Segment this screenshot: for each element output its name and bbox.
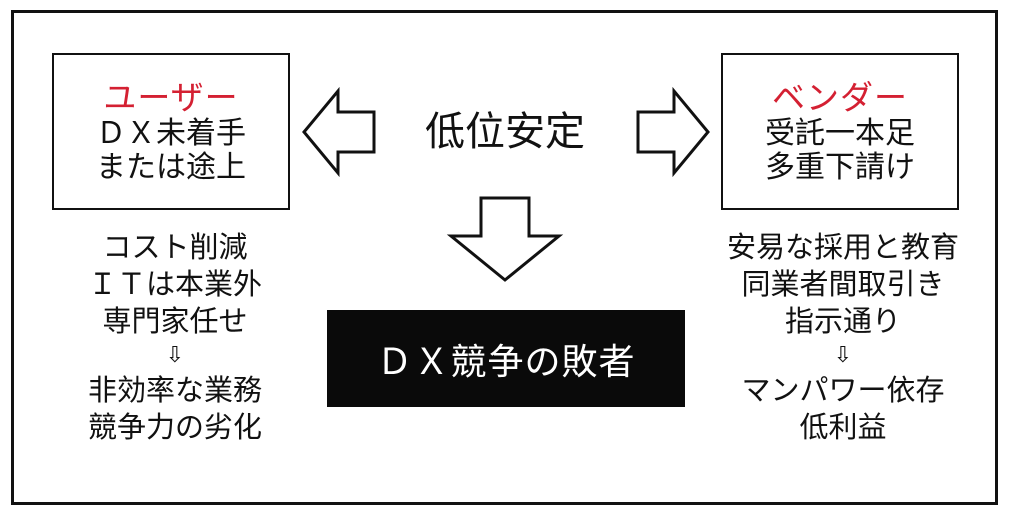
vendor-status-line: 受託一本足 — [765, 115, 915, 151]
down-arrow-icon — [446, 196, 564, 282]
diagram-frame — [11, 10, 998, 505]
user-factor: ＩＴは本業外 — [87, 267, 262, 301]
vendor-title: ベンダー — [772, 77, 908, 117]
left-arrow-icon — [302, 86, 376, 178]
right-arrow-icon — [636, 86, 710, 178]
vendor-factor: 安易な採用と教育 — [726, 230, 959, 264]
vendor-down-arrow-icon: ⇩ — [833, 343, 853, 368]
vendor-box: ベンダー 受託一本足 多重下請け — [721, 53, 959, 210]
user-outcome: 競争力の劣化 — [87, 410, 262, 444]
result-label: ＤＸ競争の敗者 — [376, 341, 636, 383]
user-status-line: または途上 — [96, 149, 246, 185]
vendor-outcome: 低利益 — [799, 410, 887, 444]
vendor-factor-list: 安易な採用と教育 同業者間取引き 指示通り ⇩ マンパワー依存 低利益 — [693, 229, 993, 446]
vendor-status-line: 多重下請け — [765, 149, 915, 185]
user-factor: 専門家任せ — [102, 304, 248, 338]
user-factor: コスト削減 — [102, 230, 248, 264]
user-down-arrow-icon: ⇩ — [165, 343, 185, 368]
vendor-outcome: マンパワー依存 — [741, 373, 945, 407]
user-status-line: ＤＸ未着手 — [96, 115, 246, 151]
user-outcome: 非効率な業務 — [87, 373, 262, 407]
vendor-factor: 同業者間取引き — [741, 267, 945, 301]
user-title: ユーザー — [103, 77, 239, 117]
user-box: ユーザー ＤＸ未着手 または途上 — [52, 53, 290, 210]
user-factor-list: コスト削減 ＩＴは本業外 専門家任せ ⇩ 非効率な業務 競争力の劣化 — [50, 229, 300, 446]
center-label: 低位安定 — [425, 109, 585, 155]
vendor-factor: 指示通り — [784, 304, 901, 338]
result-box: ＤＸ競争の敗者 — [327, 310, 685, 407]
